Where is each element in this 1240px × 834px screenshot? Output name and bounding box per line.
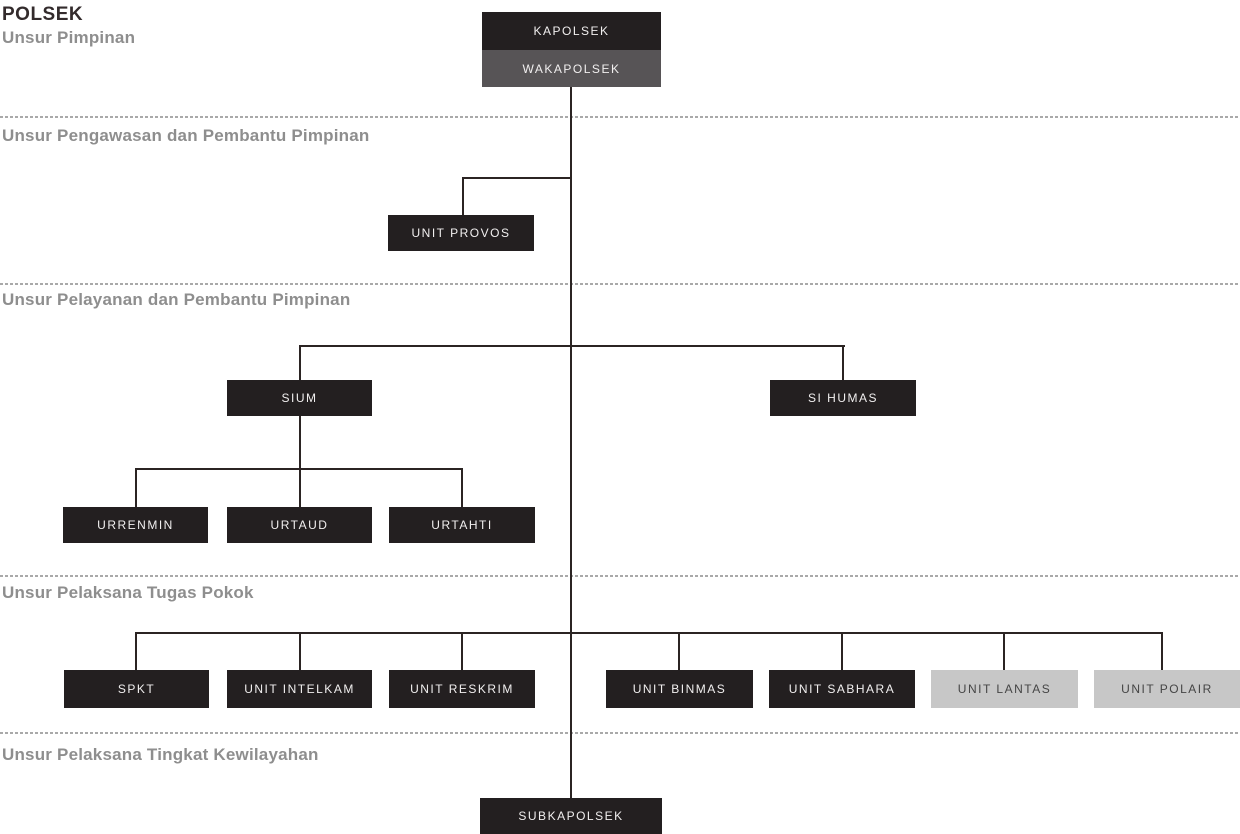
connector-spkt-drop <box>135 632 137 670</box>
node-wakapolsek: WAKAPOLSEK <box>482 50 661 87</box>
node-unit-sabhara: UNIT SABHARA <box>769 670 915 708</box>
node-unit-reskrim: UNIT RESKRIM <box>389 670 535 708</box>
node-sium: SIUM <box>227 380 372 416</box>
node-subkapolsek: SUBKAPOLSEK <box>480 798 662 834</box>
node-kapolsek: KAPOLSEK <box>482 12 661 50</box>
connector-binmas-drop <box>678 632 680 670</box>
node-unit-intelkam: UNIT INTELKAM <box>227 670 372 708</box>
page-title: POLSEK <box>2 4 84 25</box>
section-heading-pimpinan: Unsur Pimpinan <box>2 28 136 47</box>
connector-urtaud-drop <box>299 468 301 507</box>
connector-urtahti-drop <box>461 468 463 507</box>
connector-intelkam-drop <box>299 632 301 670</box>
node-unit-binmas: UNIT BINMAS <box>606 670 753 708</box>
node-unit-provos: UNIT PROVOS <box>388 215 534 251</box>
connector-sium-drop <box>299 345 301 380</box>
section-divider-1 <box>0 116 1240 118</box>
connector-lantas-drop <box>1003 632 1005 670</box>
section-divider-4 <box>0 732 1240 734</box>
section-divider-3 <box>0 575 1240 577</box>
section-heading-pelayanan: Unsur Pelayanan dan Pembantu Pimpinan <box>2 290 351 309</box>
section-divider-2 <box>0 283 1240 285</box>
node-urtahti: URTAHTI <box>389 507 535 543</box>
connector-sium-down <box>299 416 301 470</box>
connector-provos-drop <box>462 177 464 215</box>
section-heading-pelaksana-pokok: Unsur Pelaksana Tugas Pokok <box>2 583 254 602</box>
connector-urrenmin-drop <box>135 468 137 507</box>
section-heading-pengawasan: Unsur Pengawasan dan Pembantu Pimpinan <box>2 126 370 145</box>
connector-services-horizontal <box>299 345 845 347</box>
node-unit-lantas: UNIT LANTAS <box>931 670 1078 708</box>
node-urrenmin: URRENMIN <box>63 507 208 543</box>
node-urtaud: URTAUD <box>227 507 372 543</box>
connector-polair-drop <box>1161 632 1163 670</box>
connector-sihumas-drop <box>842 345 844 380</box>
node-spkt: SPKT <box>64 670 209 708</box>
node-unit-polair: UNIT POLAIR <box>1094 670 1240 708</box>
connector-reskrim-drop <box>461 632 463 670</box>
connector-sabhara-drop <box>841 632 843 670</box>
connector-task-horizontal <box>135 632 1163 634</box>
section-heading-kewilayahan: Unsur Pelaksana Tingkat Kewilayahan <box>2 745 319 764</box>
node-si-humas: SI HUMAS <box>770 380 916 416</box>
connector-provos-horizontal <box>462 177 572 179</box>
connector-main-vertical <box>570 87 572 798</box>
